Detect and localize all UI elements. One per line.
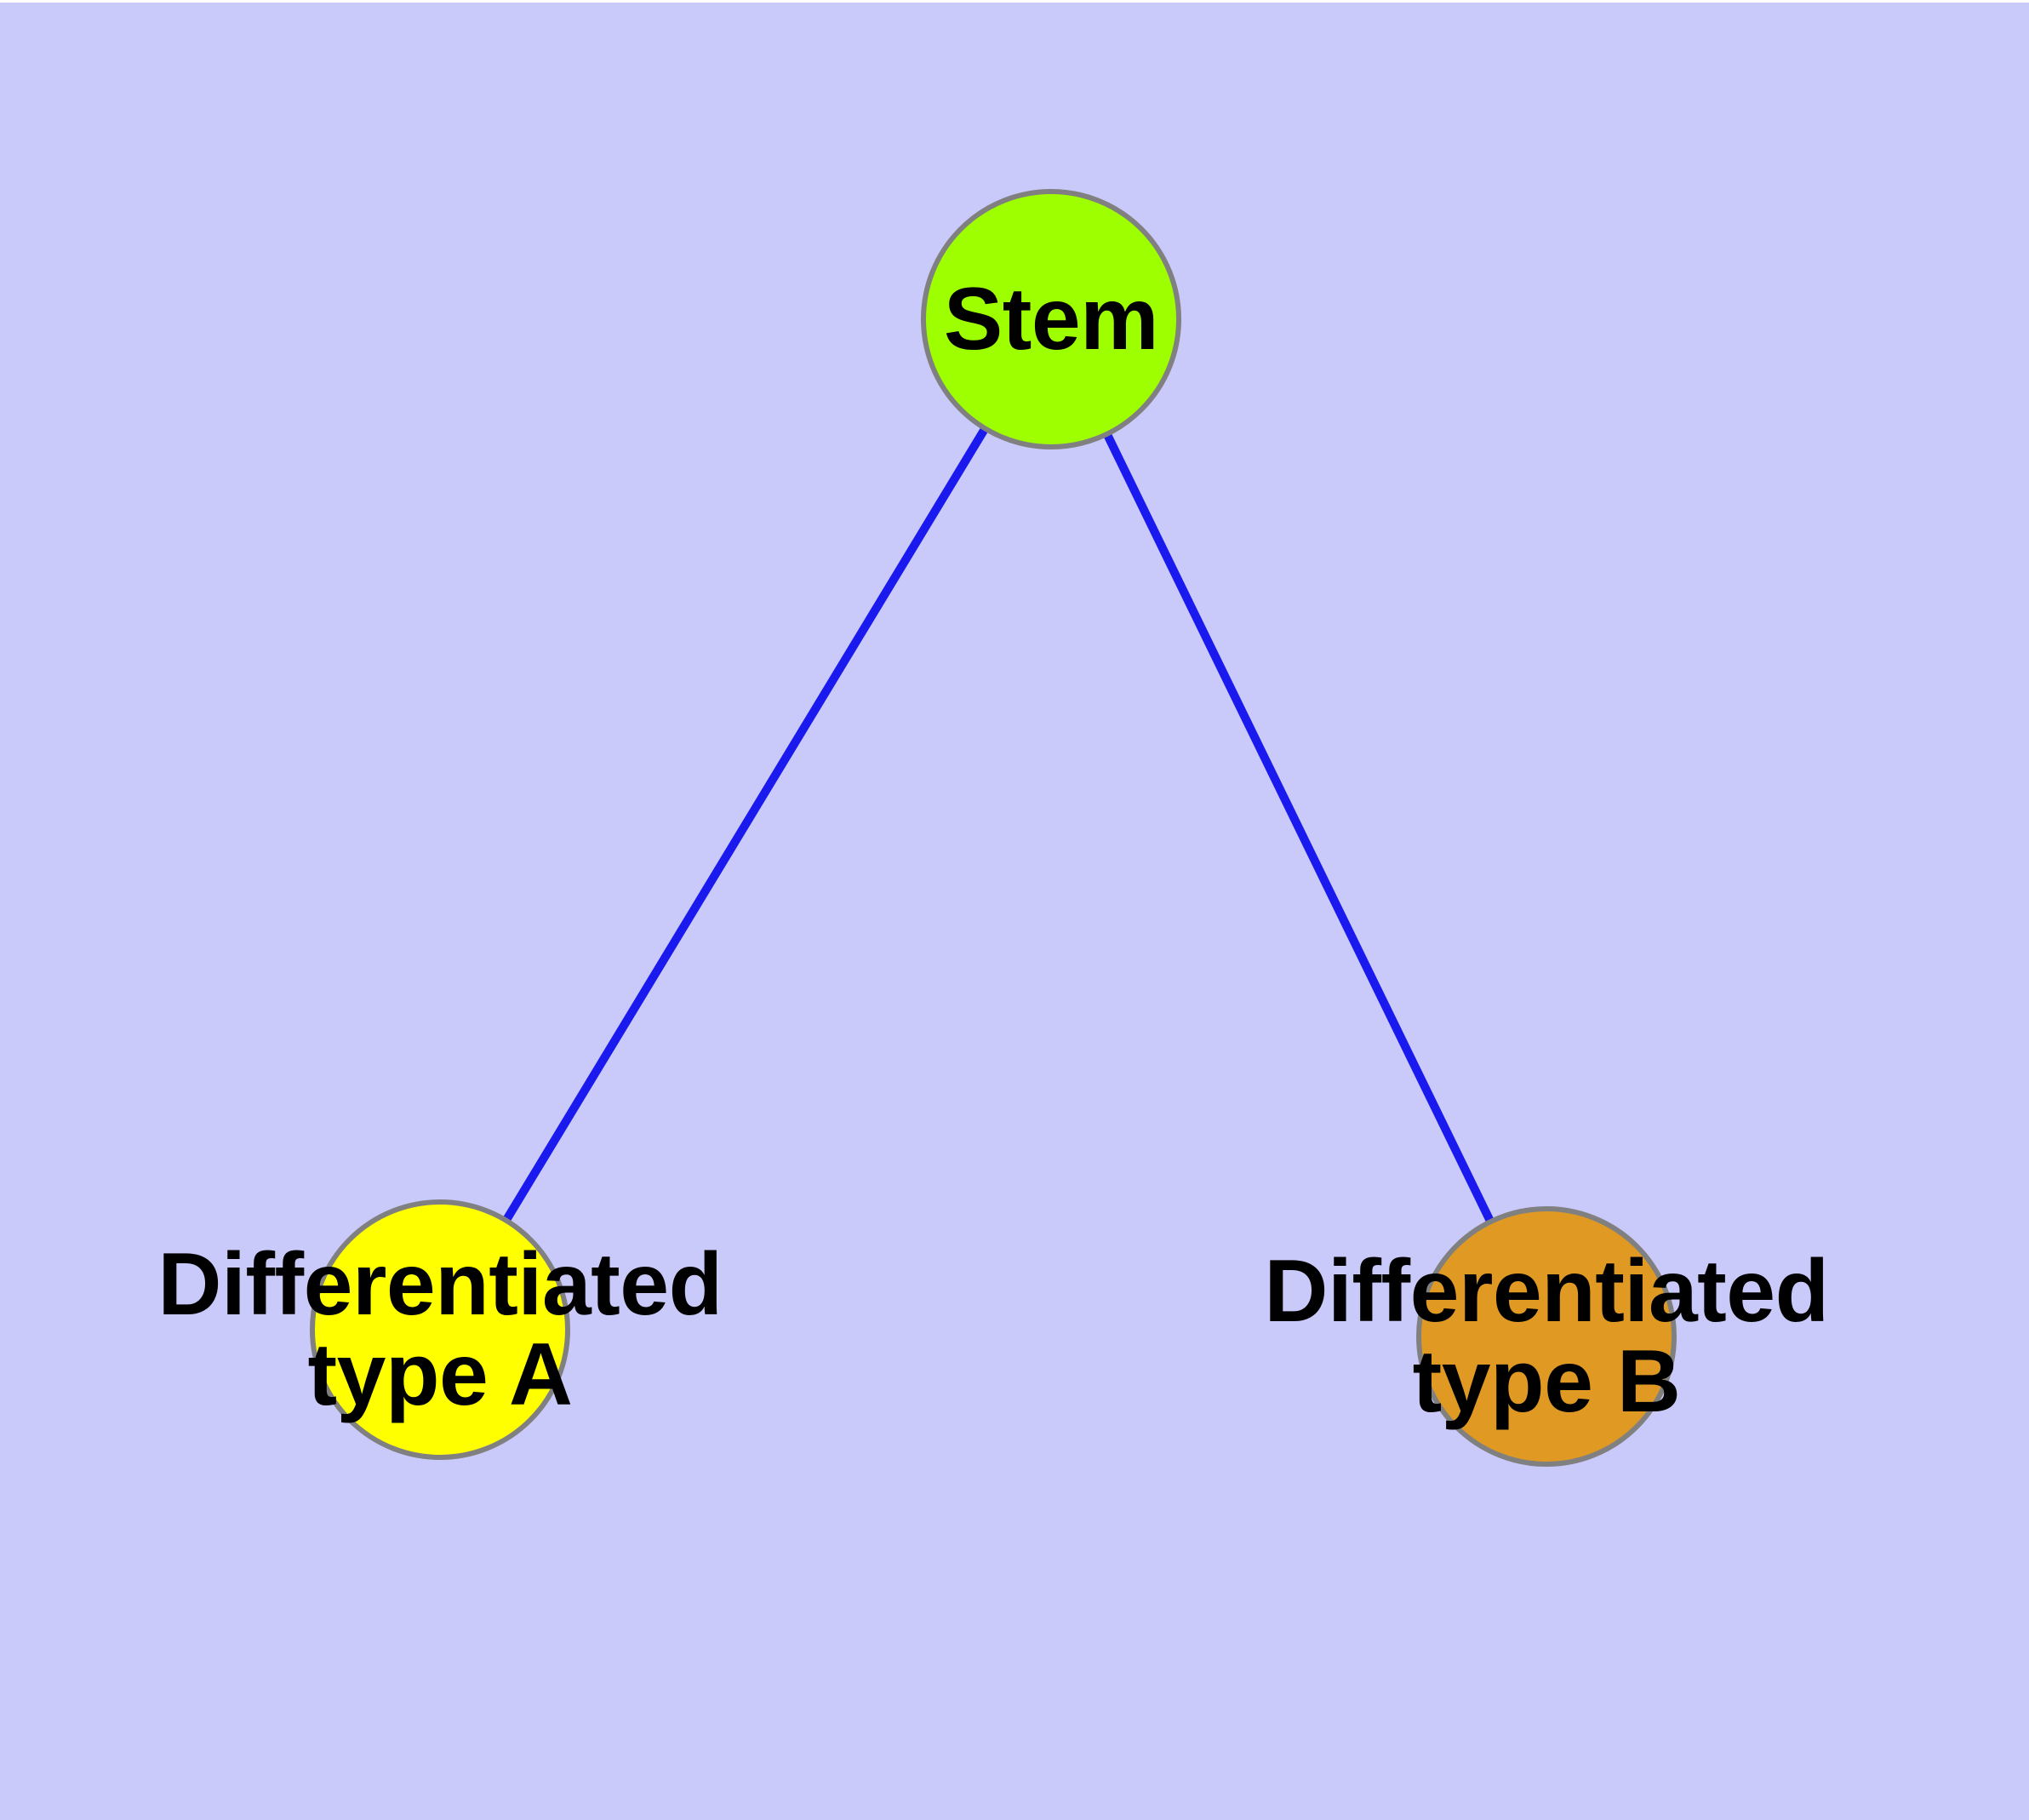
graph-node-stem[interactable] xyxy=(921,189,1181,449)
edges-group xyxy=(436,317,1551,1339)
graph-edge xyxy=(436,317,1055,1332)
graph-edge xyxy=(1047,317,1551,1339)
nodes-group xyxy=(310,189,1677,1467)
graph-node-diff-b[interactable] xyxy=(1416,1206,1677,1467)
graph-node-diff-a[interactable] xyxy=(310,1199,570,1460)
